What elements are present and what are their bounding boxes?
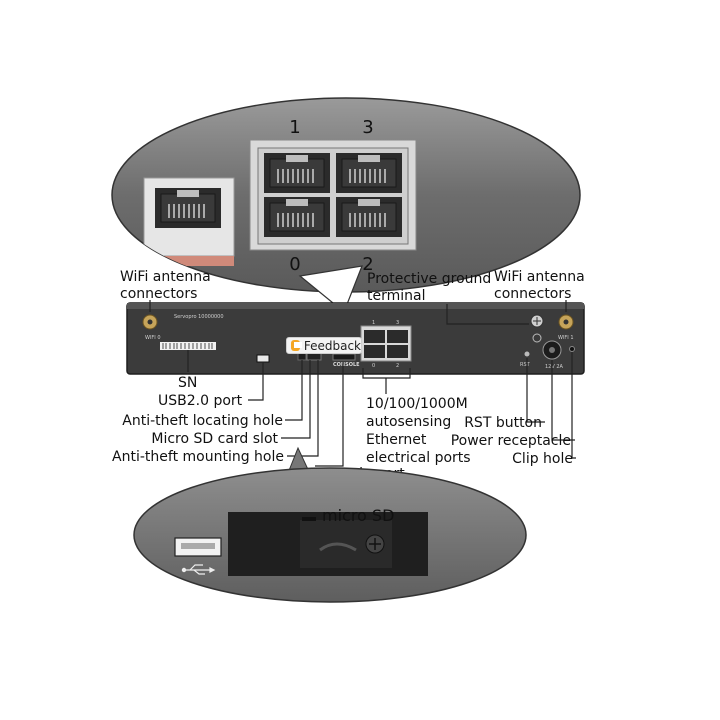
callout-ethernet-line1: 10/100/1000M <box>366 396 468 412</box>
panel-port-1: 1 <box>372 320 375 326</box>
zoom-port-number-0: 0 <box>289 254 300 275</box>
power-label: 12V 2A <box>545 364 564 370</box>
callout-wifi-right-line1: WiFi antenna <box>494 269 585 285</box>
callout-ethernet-line4: electrical ports <box>366 450 471 466</box>
feedback-label: Feedback <box>303 338 361 353</box>
zoom-port-1 <box>264 152 330 194</box>
zoom-pointer <box>298 265 363 313</box>
feedback-button[interactable]: Feedback <box>286 337 362 354</box>
callout-ethernet-line3: Ethernet <box>366 432 427 448</box>
callout-clip-hole: Clip hole <box>512 451 573 467</box>
callout-sn: SN <box>178 375 197 391</box>
zoom-port-number-1: 1 <box>289 117 300 138</box>
callout-usb: USB2.0 port <box>158 393 243 409</box>
callout-ground-line1: Protective ground <box>367 271 491 287</box>
wifi-right-label: WIFI 1 <box>558 335 574 341</box>
panel-port-3: 3 <box>396 320 399 326</box>
console-port <box>332 353 356 361</box>
callout-power-receptacle: Power receptacle <box>451 433 571 449</box>
console-label: CONSOLE <box>333 362 360 368</box>
ground-symbol-icon <box>532 333 542 343</box>
top-zoom-ellipse: 1 3 0 2 <box>111 97 581 313</box>
zoom-port-0 <box>264 196 330 238</box>
zoom-port-2 <box>336 196 402 238</box>
zoom-port-3 <box>336 152 402 194</box>
panel-port-0: 0 <box>372 363 375 369</box>
callout-ground-line2: terminal <box>367 288 425 304</box>
leader-lines <box>149 300 576 467</box>
rst-button <box>524 351 530 357</box>
callout-wifi-right-line2: connectors <box>494 286 571 302</box>
callout-anti-theft-locating: Anti-theft locating hole <box>122 413 283 429</box>
anti-theft-locating-hole <box>297 352 307 361</box>
feedback-icon <box>291 340 302 351</box>
zoom-sd-slot <box>302 517 316 521</box>
panel-port-2: 2 <box>396 363 399 369</box>
callout-ethernet-line2: autosensing <box>366 414 451 430</box>
rst-label: RST <box>520 362 531 368</box>
callout-anti-theft-mounting: Anti-theft mounting hole <box>112 449 284 465</box>
bottom-zoom-ellipse: micro SD <box>133 446 527 603</box>
device-model-text: Servopro 10000000 <box>174 314 224 320</box>
usb-symbol-icon <box>181 564 216 575</box>
usb-port <box>256 354 270 363</box>
callout-micro-sd-slot: Micro SD card slot <box>151 431 278 447</box>
clip-hole <box>569 346 575 352</box>
zoom-port-number-3: 3 <box>362 117 373 138</box>
callout-rst-button: RST button <box>464 415 542 431</box>
zoom-micro-sd-label: micro SD <box>322 506 394 525</box>
wifi-left-label: WIFI 0 <box>145 335 161 341</box>
sn-barcode <box>160 342 216 350</box>
zoom-port-number-2: 2 <box>362 254 373 275</box>
zoom-single-port <box>155 187 221 229</box>
callout-wifi-left-line2: connectors <box>120 286 197 302</box>
callout-wifi-left-line1: WiFi antenna <box>120 269 211 285</box>
